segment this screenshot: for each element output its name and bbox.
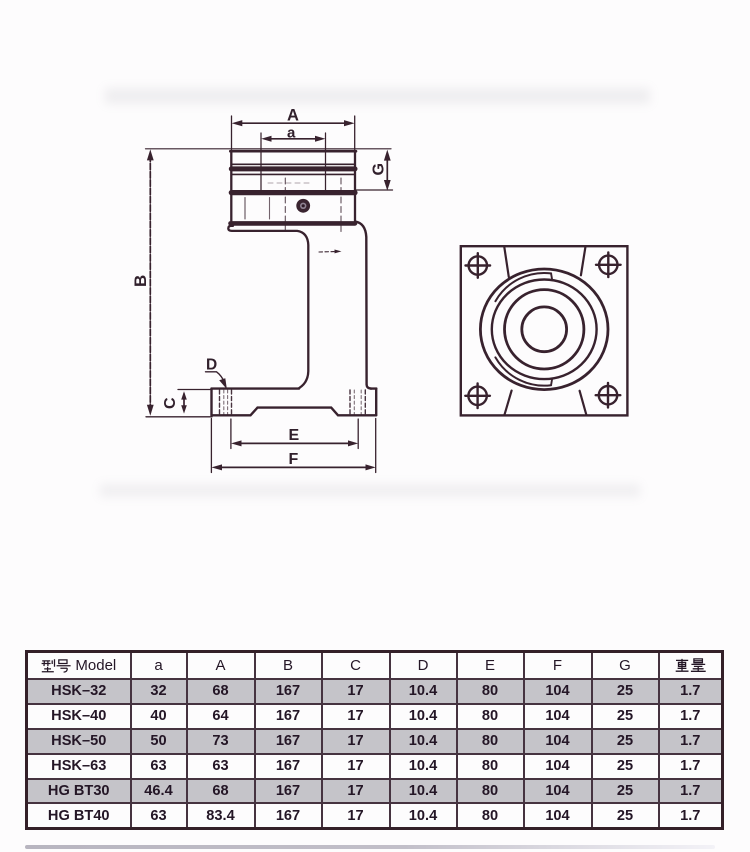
svg-text:E: E [289, 427, 300, 444]
svg-text:F: F [289, 451, 299, 468]
svg-text:G: G [371, 163, 388, 175]
svg-text:a: a [287, 125, 296, 142]
svg-text:B: B [131, 275, 150, 287]
svg-text:C: C [162, 397, 179, 409]
svg-text:D: D [206, 357, 217, 374]
svg-text:A: A [287, 107, 299, 125]
